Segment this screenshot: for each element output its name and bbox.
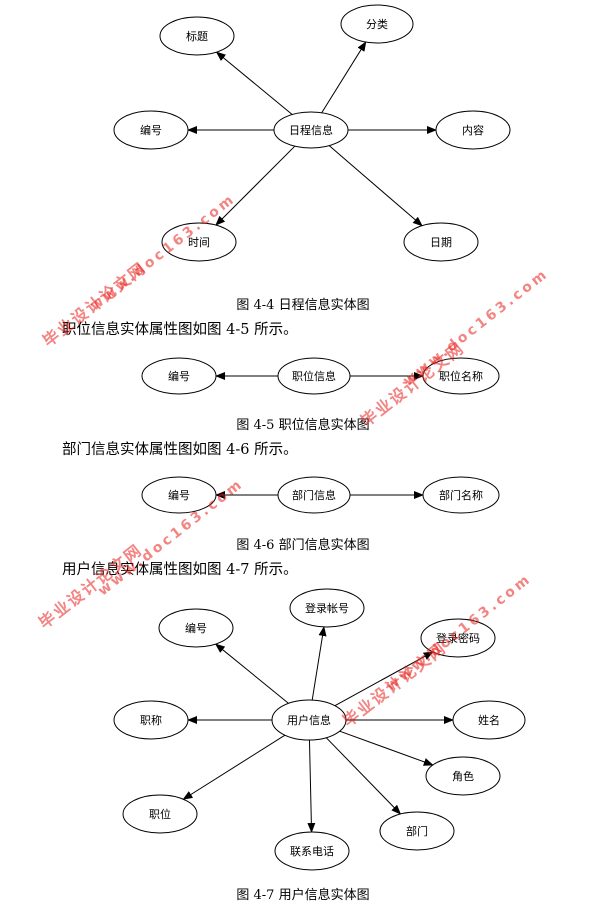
attribute-node: 日期 [403,222,479,262]
attribute-node-label: 登录帐号 [305,601,349,615]
relation-arrow [321,41,367,114]
attribute-node-label: 分类 [366,17,388,31]
attribute-node-label: 编号 [168,369,190,383]
attribute-node: 编号 [141,357,217,395]
attribute-node: 编号 [141,476,217,514]
er-diagram-position-svg: 编号 职位名称 职位信息 [141,357,500,395]
attribute-node-label: 日期 [430,236,452,249]
relation-arrow [311,625,327,701]
attribute-node: 职位 [122,794,198,834]
attribute-node: 登录帐号 [289,588,365,628]
figure-caption-4-7: 图 4-7 用户信息实体图 [236,888,370,903]
er-diagram-position: 编号 职位名称 职位信息 [0,348,606,404]
attribute-node-label: 姓名 [478,713,500,727]
figure-caption-4-5: 图 4-5 职位信息实体图 [236,418,370,433]
relation-arrow [339,730,434,766]
entity-node: 用户信息 [271,699,347,741]
relation-arrow [307,739,316,834]
attribute-node: 姓名 [452,700,526,740]
attribute-node: 部门 [379,811,455,851]
relation-arrow [215,145,296,226]
attribute-node: 职称 [113,700,189,740]
attribute-node: 标题 [159,16,235,56]
paragraph-department-intro: 部门信息实体属性图如图 4-6 所示。 [62,442,298,458]
attribute-node: 内容 [435,110,511,150]
attribute-node-label: 编号 [185,621,207,635]
entity-node-label: 职位信息 [292,369,336,383]
er-diagram-department-svg: 编号 部门名称 部门信息 [141,476,500,514]
attribute-node-label: 部门名称 [439,488,483,502]
attribute-node-label: 联系电话 [290,845,334,858]
paragraph-position-intro: 职位信息实体属性图如图 4-5 所示。 [62,322,298,338]
attribute-node: 部门名称 [422,476,500,514]
relation-arrow [214,643,289,704]
attribute-node-label: 编号 [168,488,190,502]
attribute-node-label: 时间 [188,236,210,249]
er-diagram-schedule: 标题 分类编号 内容时间 日期 日程信息 [0,0,606,290]
attribute-node: 职位名称 [422,357,500,395]
attribute-node-label: 标题 [186,29,208,43]
er-diagram-department: 编号 部门名称 部门信息 [0,468,606,524]
entity-node-label: 日程信息 [289,123,333,137]
attribute-node-label: 职位名称 [439,369,483,383]
relation-arrow [328,145,423,227]
er-diagram-user: 编号 登录帐号登录密码职称 姓名角色职位部门联系电话 用户信息 [0,580,606,880]
attribute-node-label: 职称 [140,713,162,727]
attribute-node: 联系电话 [274,831,350,871]
relation-arrow [325,737,402,815]
attribute-node: 分类 [340,4,414,44]
attribute-node-label: 编号 [140,123,162,137]
attribute-node-label: 部门 [406,824,428,838]
relation-arrow [334,651,434,707]
attribute-node-label: 角色 [452,769,474,783]
figure-caption-4-4: 图 4-4 日程信息实体图 [236,298,370,313]
attribute-node-label: 登录密码 [436,631,480,645]
attribute-node: 编号 [113,110,189,150]
relation-arrow [215,51,293,115]
attribute-node: 时间 [161,222,237,262]
attribute-node-label: 内容 [462,123,484,137]
entity-node: 部门信息 [277,476,351,514]
entity-node-label: 用户信息 [287,713,331,727]
figure-caption-4-6: 图 4-6 部门信息实体图 [236,538,370,553]
entity-node: 职位信息 [277,357,351,395]
attribute-node: 角色 [425,756,501,796]
attribute-node: 编号 [158,608,234,648]
paragraph-user-intro: 用户信息实体属性图如图 4-7 所示。 [62,562,298,578]
attribute-node: 登录密码 [420,618,496,658]
attribute-node-label: 职位 [149,807,171,821]
relation-arrow [182,734,286,800]
entity-node-label: 部门信息 [292,488,336,502]
entity-node: 日程信息 [273,111,349,149]
